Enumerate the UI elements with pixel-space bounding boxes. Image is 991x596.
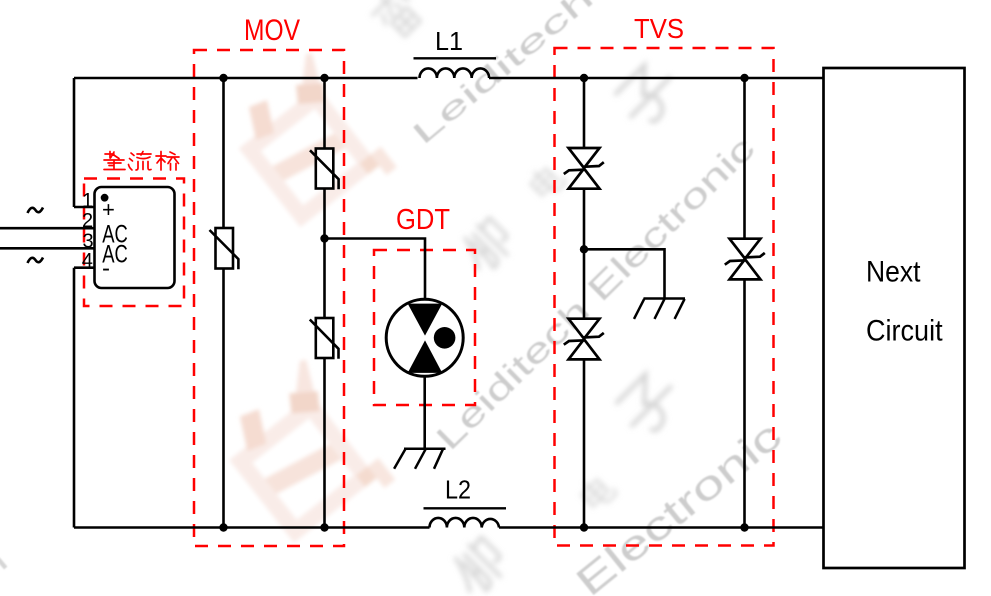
svg-text:ch: ch [0, 545, 14, 596]
svg-text:AC: AC [102, 240, 128, 268]
svg-text:+: + [102, 197, 115, 222]
svg-text:L2: L2 [445, 475, 471, 505]
svg-text:Electronic: Electronic [568, 413, 790, 596]
svg-text:Leiditech Electronic: Leiditech Electronic [429, 129, 762, 457]
svg-text:MOV: MOV [244, 14, 300, 47]
svg-text:-: - [102, 255, 110, 282]
svg-text:3: 3 [83, 230, 94, 252]
svg-text:2: 2 [82, 210, 93, 232]
svg-text:Leiditech: Leiditech [406, 0, 600, 151]
svg-text:TVS: TVS [634, 13, 684, 44]
svg-text:GDT: GDT [396, 204, 450, 236]
svg-text:1: 1 [82, 190, 93, 212]
svg-text:Next: Next [866, 255, 921, 288]
svg-text:4: 4 [82, 250, 93, 272]
svg-text:L1: L1 [435, 26, 463, 56]
svg-text:AC: AC [102, 221, 128, 249]
svg-text:Circuit: Circuit [866, 315, 943, 348]
